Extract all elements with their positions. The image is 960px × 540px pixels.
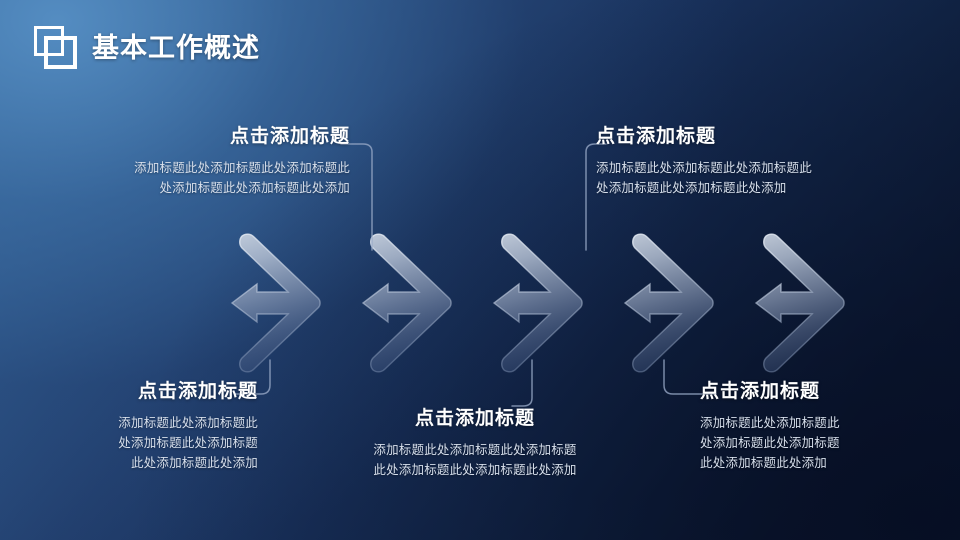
block-body-line: 此处添加标题此处添加 [700,456,828,471]
block-body-line: 添加标题此处添加标题此 [700,415,840,430]
connector-step5-down [663,359,717,395]
connector-step4-up [585,143,607,251]
block-body-line: 处添加标题此处添加标题此处添加 [596,181,787,196]
connector-step3-down [511,359,533,407]
block-title: 点击添加标题 [229,126,350,147]
block-body: 添加标题此处添加标题此 处添加标题此处添加标题 此处添加标题此处添加 [4,413,258,474]
slide-header: 基本工作概述 [34,26,260,70]
block-body-line: 添加标题此处添加标题此处添加标题此 [134,160,350,175]
text-block-top-right[interactable]: 点击添加标题 添加标题此处添加标题此处添加标题此 处添加标题此处添加标题此处添加 [596,126,926,198]
block-title: 点击添加标题 [414,408,535,429]
block-body-line: 添加标题此处添加标题此处添加标题此 [596,160,812,175]
block-body-line: 处添加标题此处添加标题 [700,436,840,451]
block-body-line: 处添加标题此处添加标题此处添加 [159,181,350,196]
block-body: 添加标题此处添加标题此处添加标题 此处添加标题此处添加标题此处添加 [330,440,620,481]
layered-frames-icon [34,26,78,70]
connector-step1-down [234,359,271,395]
page-title: 基本工作概述 [92,32,260,63]
text-block-bottom-right[interactable]: 点击添加标题 添加标题此处添加标题此 处添加标题此处添加标题 此处添加标题此处添… [700,381,950,474]
text-block-bottom-left[interactable]: 点击添加标题 添加标题此处添加标题此 处添加标题此处添加标题 此处添加标题此处添… [4,381,258,474]
block-body: 添加标题此处添加标题此 处添加标题此处添加标题 此处添加标题此处添加 [700,413,950,474]
block-title: 点击添加标题 [596,126,717,147]
block-body-line: 添加标题此处添加标题此 [118,415,258,430]
block-body: 添加标题此处添加标题此处添加标题此 处添加标题此处添加标题此处添加 [14,158,350,199]
text-block-bottom-center[interactable]: 点击添加标题 添加标题此处添加标题此处添加标题 此处添加标题此处添加标题此处添加 [330,408,620,480]
connector-step2-up [340,143,373,251]
block-title: 点击添加标题 [137,381,258,402]
block-body-line: 此处添加标题此处添加 [130,456,258,471]
block-body-line: 添加标题此处添加标题此处添加标题 [373,442,577,457]
block-body-line: 处添加标题此处添加标题 [118,436,258,451]
text-block-top-left[interactable]: 点击添加标题 添加标题此处添加标题此处添加标题此 处添加标题此处添加标题此处添加 [14,126,350,198]
block-body-line: 此处添加标题此处添加标题此处添加 [373,463,577,478]
block-body: 添加标题此处添加标题此处添加标题此 处添加标题此处添加标题此处添加 [596,158,926,199]
block-title: 点击添加标题 [700,381,821,402]
